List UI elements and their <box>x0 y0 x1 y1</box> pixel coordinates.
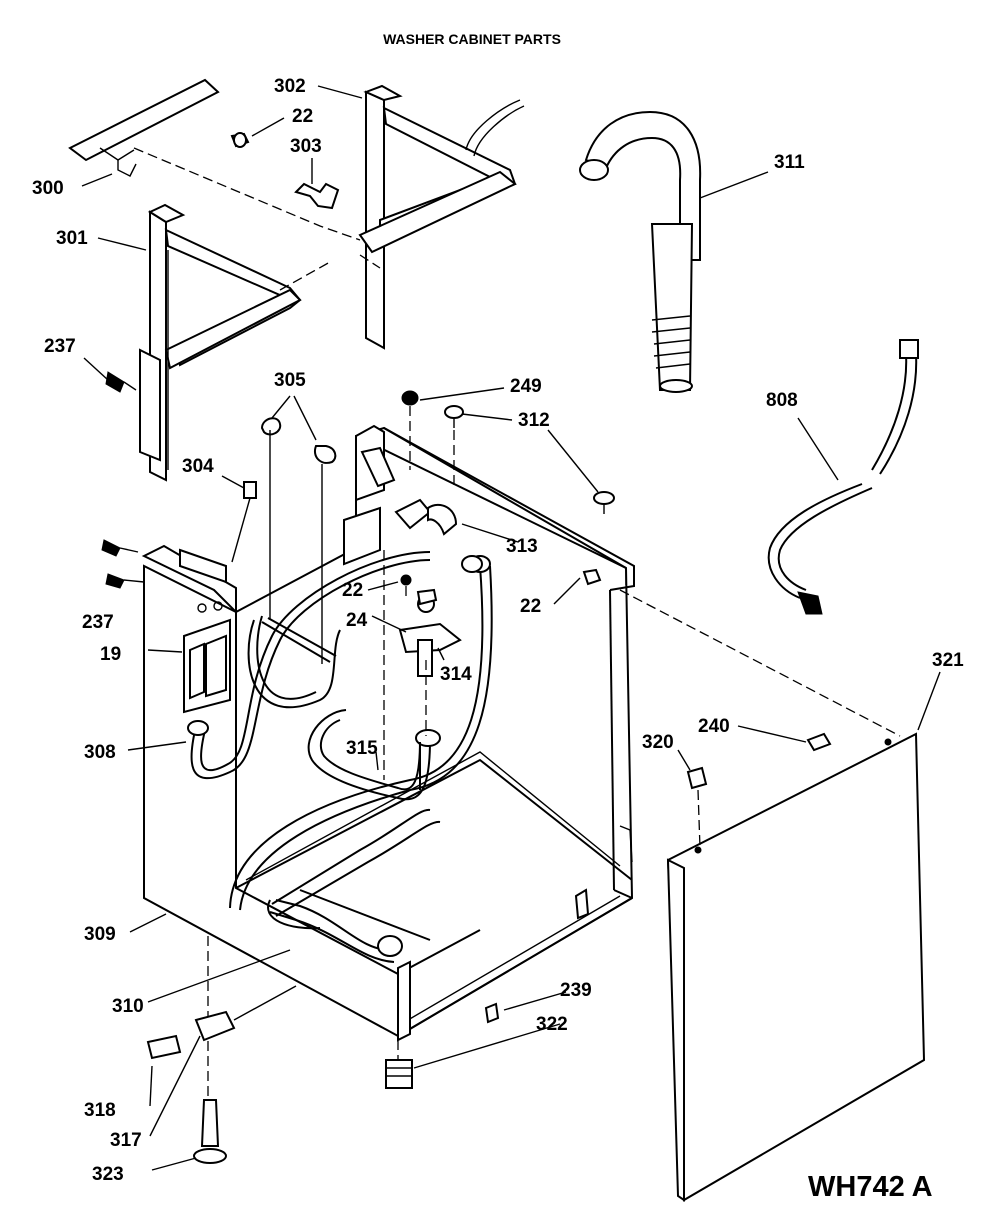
callout-314: 314 <box>440 664 472 685</box>
foot-322 <box>385 1040 413 1089</box>
callout-22-right: 22 <box>520 596 541 617</box>
guide-dash-top <box>133 147 361 241</box>
callout-19: 19 <box>100 644 121 665</box>
leader-lines <box>81 85 941 1171</box>
hose-315 <box>307 709 441 801</box>
plug-312-a <box>444 405 464 490</box>
clip-305-b <box>314 445 337 664</box>
screw-237-left-b <box>105 573 145 589</box>
clip-239 <box>484 1002 500 1024</box>
clip-318 <box>146 1034 182 1060</box>
callout-249: 249 <box>510 376 542 397</box>
callout-320: 320 <box>642 732 674 753</box>
clip-320 <box>686 766 708 849</box>
screw-237-top <box>105 371 137 393</box>
switch-block-19 <box>183 601 231 714</box>
fitting-313 <box>394 498 483 573</box>
corner-brace-302 <box>358 84 525 350</box>
callout-321: 321 <box>932 650 964 671</box>
callout-313: 313 <box>506 536 538 557</box>
callout-318: 318 <box>84 1100 116 1121</box>
drain-hose-311 <box>579 110 702 393</box>
callout-301: 301 <box>56 228 88 249</box>
callout-237-left: 237 <box>82 612 114 633</box>
side-panel-321 <box>666 732 926 1202</box>
callout-22-top: 22 <box>292 106 313 127</box>
callout-labels: 300 301 302 22 303 237 305 304 237 19 30… <box>32 76 964 1185</box>
callout-305: 305 <box>274 370 306 391</box>
screw-22-mid <box>400 574 412 600</box>
callout-24: 24 <box>346 610 368 631</box>
screw-22-top <box>230 132 250 148</box>
callout-312: 312 <box>518 410 550 431</box>
hose-310 <box>229 555 493 963</box>
clip-305-a <box>260 417 282 620</box>
callout-240: 240 <box>698 716 730 737</box>
callout-22-mid: 22 <box>342 580 363 601</box>
bracket-317 <box>194 985 297 1042</box>
corner-brace-301 <box>139 203 302 482</box>
clip-303 <box>294 182 340 210</box>
callout-309: 309 <box>84 924 116 945</box>
callout-308: 308 <box>84 742 116 763</box>
callout-310: 310 <box>112 996 144 1017</box>
callout-315: 315 <box>346 738 378 759</box>
inlet-hose-808 <box>767 339 919 615</box>
screw-237-left-a <box>101 539 139 557</box>
callout-302: 302 <box>274 76 306 97</box>
clip-240 <box>806 732 832 752</box>
callout-322: 322 <box>536 1014 568 1035</box>
valve-24 <box>398 588 462 677</box>
nut-249 <box>401 390 419 470</box>
screw-304 <box>231 481 257 563</box>
guide-dash-panel <box>619 589 901 737</box>
callout-808: 808 <box>766 390 798 411</box>
leg-323 <box>193 1099 227 1164</box>
callout-237-top: 237 <box>44 336 76 357</box>
callout-303: 303 <box>290 136 322 157</box>
drain-hose-lower-loop <box>271 808 441 941</box>
screw-22-right <box>582 568 602 586</box>
hose-loop-left <box>247 615 341 709</box>
callout-239: 239 <box>560 980 592 1001</box>
model-code: WH742 A <box>808 1171 933 1203</box>
diagram-title: WASHER CABINET PARTS <box>383 31 561 47</box>
callout-311: 311 <box>774 152 805 173</box>
top-strap-300 <box>68 78 220 177</box>
callout-304: 304 <box>182 456 214 477</box>
guide-dash-brace <box>279 261 331 291</box>
inner-hose-308 <box>187 551 431 780</box>
callout-323: 323 <box>92 1164 124 1185</box>
callout-300: 300 <box>32 178 64 199</box>
plug-312-b <box>593 491 615 514</box>
callout-317: 317 <box>110 1130 142 1151</box>
